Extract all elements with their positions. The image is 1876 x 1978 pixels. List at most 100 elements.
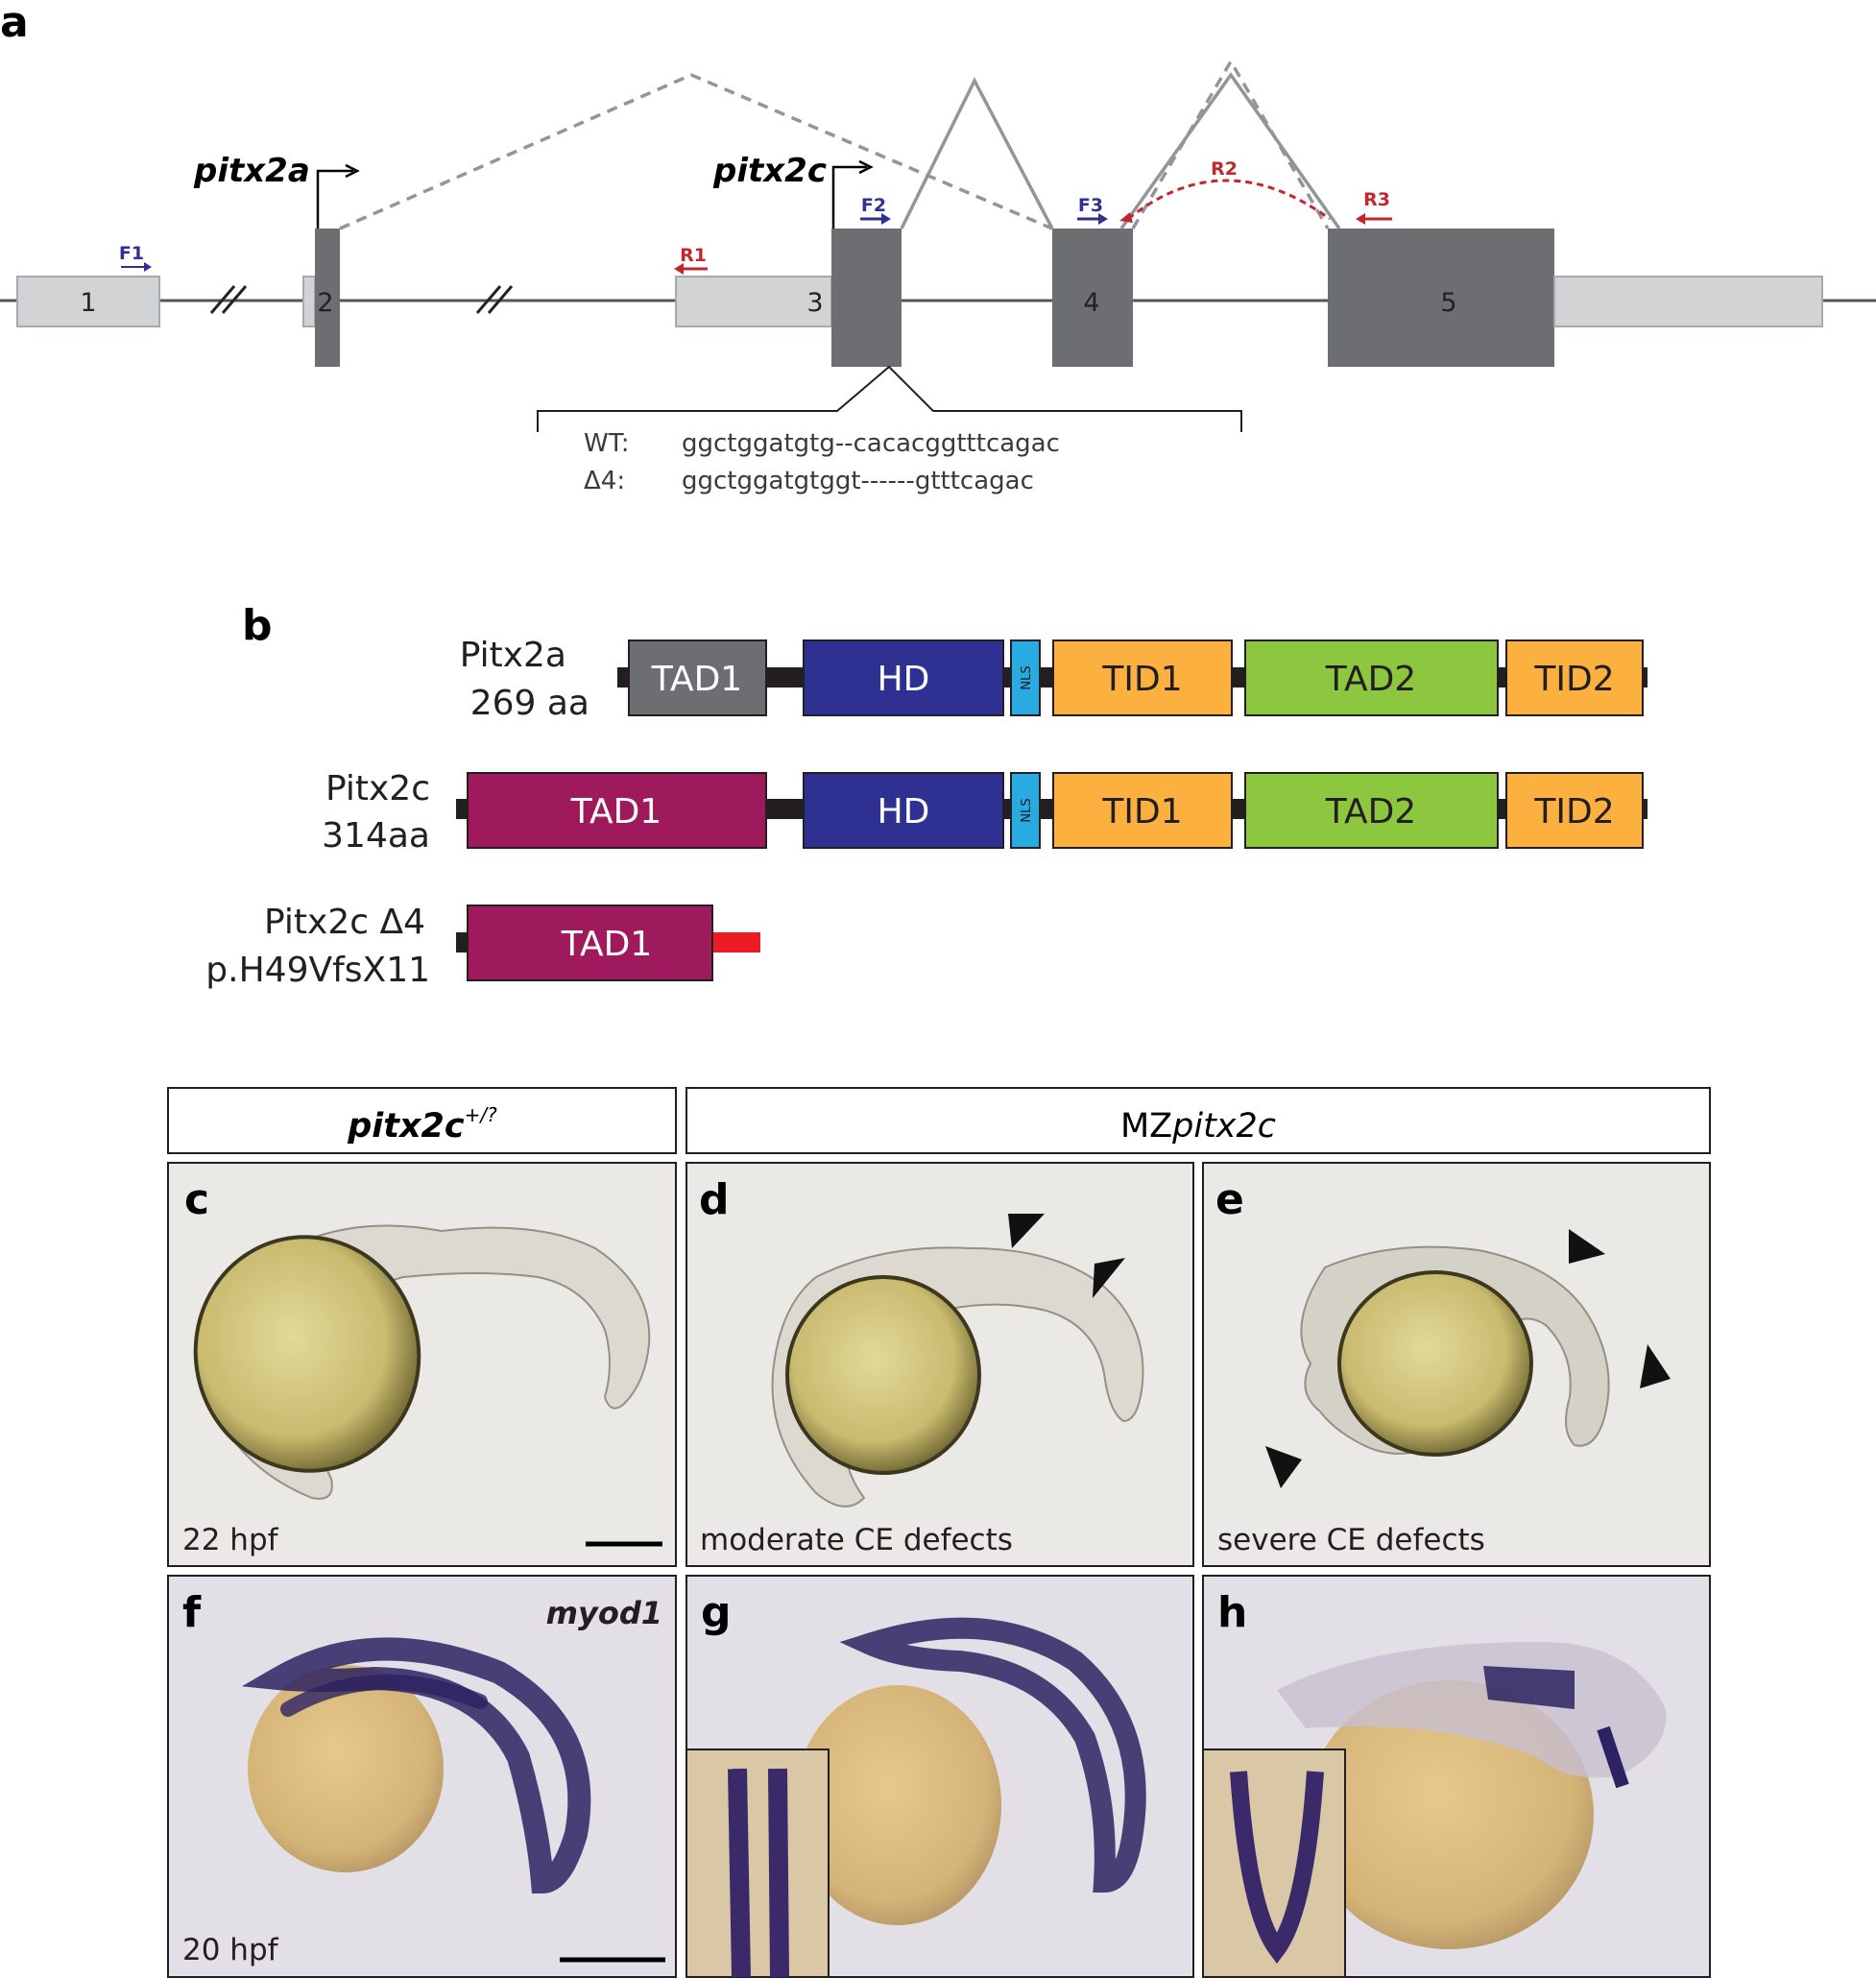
yolk [1337,1270,1533,1457]
exon-4: 4 [1052,229,1133,367]
arrowhead-marker [1008,1214,1045,1248]
caption-e: severe CE defects [1217,1523,1485,1557]
wt-sequence: ggctggatgtg--cacacggtttcagac [682,429,1060,458]
yolk [248,1665,444,1872]
panel-b: b Pitx2a 269 aa TAD1 HD NLS TID1 TAD2 TI… [205,601,1648,990]
primer-label: F3 [1078,195,1103,216]
domain-label: HD [878,660,930,699]
domain-label: NLS [1020,798,1034,822]
panel-g: g [685,1575,1194,1978]
arrowhead-marker [1640,1344,1671,1388]
mut-sequence: ggctggatgtggt------gtttcagac [682,467,1034,495]
header-right-label: MZpitx2c [1120,1107,1276,1146]
primer-label: R1 [680,245,707,266]
wt-label: WT: [584,429,630,458]
frameshift-tail [712,932,760,953]
panel-h: h [1202,1575,1711,1978]
header-gene: pitx2c [347,1107,465,1146]
primer-f2: F2 [860,195,891,225]
splice-3-4 [900,77,1054,229]
caption-f: 20 hpf [182,1933,279,1967]
protein-length: 269 aa [470,684,589,723]
protein-name: Pitx2c [325,769,430,808]
arrowhead-marker [1093,1258,1125,1298]
panel-letter-e: e [1215,1175,1244,1224]
domain-label: TID2 [1533,660,1614,699]
myod1-staining [839,1617,1146,1894]
caption-d: moderate CE defects [700,1523,1013,1557]
panel-letter-b: b [242,601,273,650]
break-marks [209,285,514,314]
domain-nls [1010,772,1041,849]
exon-label: 3 [806,288,823,318]
domain-tad2 [1244,639,1499,716]
domain-tid1 [1052,639,1233,716]
panel-e: e severe CE defects [1202,1162,1711,1567]
protein-length: 314aa [322,816,430,856]
primer-r3: R3 [1356,189,1392,225]
myod1-staining [1597,1725,1629,1789]
protein-pitx2c: Pitx2c 314aa TAD1 HD NLS TID1 TAD2 TID2 [322,769,1648,856]
promoter-pitx2c [831,159,874,229]
domain-label: TID1 [1101,660,1182,699]
promoter-pitx2a [316,163,360,229]
myod1-staining [1483,1666,1575,1709]
panel-letter-c: c [184,1175,209,1224]
primer-label: R2 [1211,158,1238,180]
marker-label-f: myod1 [546,1595,662,1631]
gene-label-pitx2c: pitx2c [712,152,827,190]
exon-label: 4 [1083,288,1099,318]
header-left [167,1087,677,1154]
protein-name: Pitx2a [460,636,566,675]
protein-name: Pitx2c Δ4 [264,903,425,942]
genotype-headers: pitx2c+/? MZpitx2c [167,1087,1711,1154]
splice-4-5 [1119,71,1341,230]
panel-letter-g: g [701,1588,732,1637]
primer-f1: F1 [119,243,152,272]
inset-g [685,1749,830,1978]
header-gene: pitx2c [1171,1107,1276,1146]
zoom-bracket [537,365,1242,432]
primer-label: F2 [861,195,886,216]
header-superscript: +/? [465,1103,497,1126]
domain-label: TID1 [1101,792,1182,832]
domain-label: TAD2 [1325,792,1416,832]
domain-tad1 [628,639,767,716]
header-left-label: pitx2c+/? [347,1103,497,1146]
panel-a: a 1 2 3 4 5 [0,0,1876,495]
caption-c: 22 hpf [182,1523,279,1557]
exon-label: 1 [80,288,96,318]
domain-tid2 [1505,639,1644,716]
primer-label: F1 [119,243,144,264]
panel-d: d moderate CE defects [685,1162,1194,1567]
gene-label-pitx2a: pitx2a [193,152,310,190]
splice-4-5-dashed [1131,58,1330,229]
domain-label: TAD1 [570,792,661,832]
domain-tid1 [1052,772,1233,849]
arrowhead-marker [1569,1229,1605,1264]
yolk [193,1235,421,1473]
domain-nls [1010,639,1041,716]
panel-letter-h: h [1217,1588,1247,1637]
header-prefix: MZ [1120,1107,1172,1146]
domain-tid2 [1505,772,1644,849]
domain-label: TID2 [1533,792,1614,832]
splice-pitx2a-dashed [339,73,1053,230]
protein-length: p.H49VfsX11 [205,951,430,990]
inset-h [1202,1749,1346,1978]
exon-label: 5 [1440,288,1456,318]
exon-2: 2 [302,229,340,367]
domain-label: NLS [1020,665,1034,689]
panel-letter-d: d [699,1175,730,1224]
domain-label: TAD2 [1325,660,1416,699]
domain-label: TAD1 [651,660,742,699]
domain-hd [803,639,1004,716]
yolk [794,1685,1001,1925]
primer-f3: F3 [1077,195,1108,225]
mut-label: Δ4: [584,467,625,495]
sequence-alignment: WT: ggctggatgtg--cacacggtttcagac Δ4: ggc… [584,429,1060,495]
domain-hd [803,772,1004,849]
panel-c: c 22 hpf [167,1162,677,1567]
yolk [785,1275,981,1475]
domain-tad2 [1244,772,1499,849]
